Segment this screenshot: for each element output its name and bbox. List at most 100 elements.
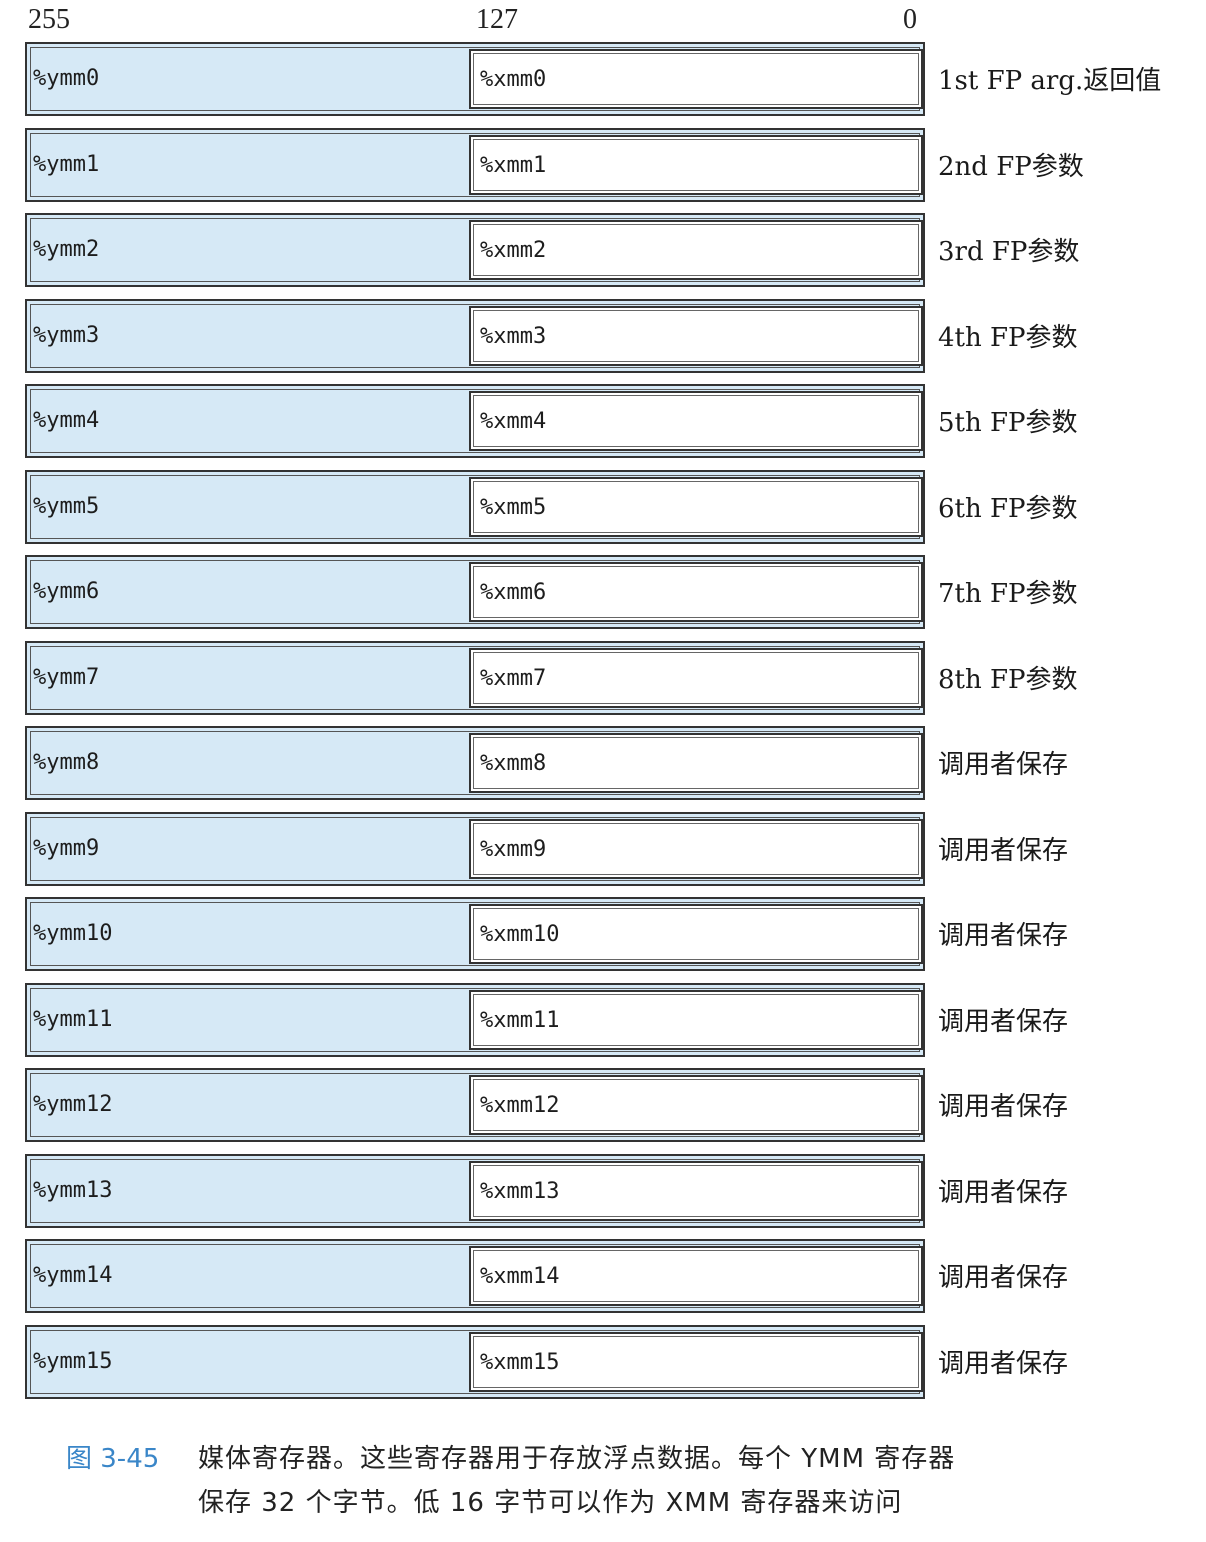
register-role-label: 调用者保存 [938,921,1069,951]
ymm-register-box: %ymm14 %xmm14 [25,1239,925,1313]
xmm-register-box: %xmm1 [469,134,923,195]
xmm-register-label: %xmm5 [480,494,547,520]
xmm-register-inner-border [473,1250,919,1302]
bit-label-255: 255 [28,4,70,35]
xmm-register-box: %xmm13 [469,1160,923,1221]
ymm-register-box: %ymm3 %xmm3 [25,298,925,373]
ymm-register-label: %ymm5 [33,493,100,519]
ymm-register-label: %ymm11 [33,1006,113,1032]
ymm-register-label: %ymm6 [33,579,100,604]
xmm-register-inner-border [473,822,919,875]
xmm-register-box: %xmm5 [469,476,923,537]
register-role-label: 4th FP参数 [938,322,1078,353]
register-role-label: 调用者保存 [938,1348,1069,1379]
ymm-register-label: %ymm4 [33,408,100,433]
xmm-register-box: %xmm8 [469,733,923,793]
xmm-register-inner-border [473,480,919,533]
xmm-register-label: %xmm4 [480,409,547,434]
caption-text-line-1: 媒体寄存器。这些寄存器用于存放浮点数据。每个 YMM 寄存器 [198,1444,956,1474]
register-role-label: 2nd FP参数 [938,151,1084,182]
register-role-label: 6th FP参数 [938,493,1078,524]
ymm-register-box: %ymm12 %xmm12 [25,1068,925,1142]
ymm-register-label: %ymm13 [33,1177,113,1203]
xmm-register-box: %xmm14 [469,1246,923,1306]
xmm-register-label: %xmm12 [480,1093,560,1118]
register-role-label: 调用者保存 [938,1092,1069,1122]
register-role-label: 调用者保存 [938,750,1069,780]
caption-text-line-2: 保存 32 个字节。低 16 字节可以作为 XMM 寄存器来访问 [198,1488,903,1518]
ymm-register-label: %ymm14 [33,1263,113,1288]
register-role-label: 调用者保存 [938,835,1069,866]
ymm-register-label: %ymm8 [33,750,100,775]
ymm-register-box: %ymm11 %xmm11 [25,982,925,1057]
bit-label-0: 0 [903,4,917,35]
xmm-register-inner-border [473,737,919,789]
xmm-register-inner-border [473,651,919,704]
xmm-register-label: %xmm3 [480,323,547,349]
ymm-register-label: %ymm9 [33,835,100,861]
ymm-register-box: %ymm13 %xmm13 [25,1153,925,1228]
xmm-register-inner-border [473,138,919,191]
register-role-label: 1st FP arg.返回值 [938,66,1162,96]
xmm-register-label: %xmm14 [480,1264,560,1289]
xmm-register-label: %xmm1 [480,152,547,178]
xmm-register-label: %xmm7 [480,665,547,691]
xmm-register-label: %xmm8 [480,751,547,776]
xmm-register-inner-border [473,1335,919,1388]
xmm-register-box: %xmm3 [469,305,923,366]
register-role-label: 7th FP参数 [938,579,1078,609]
register-role-label: 3rd FP参数 [938,237,1080,267]
xmm-register-box: %xmm0 [469,49,923,109]
ymm-register-label: %ymm1 [33,151,100,177]
xmm-register-inner-border [473,566,919,618]
ymm-register-label: %ymm3 [33,322,100,348]
xmm-register-inner-border [473,1079,919,1131]
xmm-register-label: %xmm2 [480,238,547,263]
ymm-register-box: %ymm10 %xmm10 [25,897,925,971]
xmm-register-inner-border [473,309,919,362]
xmm-register-label: %xmm9 [480,836,547,862]
register-role-label: 调用者保存 [938,1263,1069,1293]
ymm-register-label: %ymm2 [33,237,100,262]
ymm-register-label: %ymm10 [33,921,113,946]
xmm-register-inner-border [473,53,919,105]
xmm-register-box: %xmm9 [469,818,923,879]
xmm-register-box: %xmm11 [469,989,923,1050]
ymm-register-box: %ymm2 %xmm2 [25,213,925,287]
xmm-register-label: %xmm15 [480,1349,560,1375]
xmm-register-label: %xmm0 [480,67,547,92]
xmm-register-inner-border [473,908,919,960]
xmm-register-box: %xmm2 [469,220,923,280]
ymm-register-box: %ymm15 %xmm15 [25,1324,925,1399]
ymm-register-box: %ymm0 %xmm0 [25,42,925,116]
ymm-register-box: %ymm5 %xmm5 [25,469,925,544]
xmm-register-label: %xmm13 [480,1178,560,1204]
caption-number: 图 3-45 [66,1444,160,1474]
xmm-register-label: %xmm10 [480,922,560,947]
ymm-register-label: %ymm7 [33,664,100,690]
xmm-register-box: %xmm10 [469,904,923,964]
register-role-label: 调用者保存 [938,1006,1069,1037]
ymm-register-box: %ymm6 %xmm6 [25,555,925,629]
ymm-register-box: %ymm7 %xmm7 [25,640,925,715]
ymm-register-label: %ymm0 [33,66,100,91]
xmm-register-box: %xmm12 [469,1075,923,1135]
register-role-label: 调用者保存 [938,1177,1069,1208]
xmm-register-inner-border [473,1164,919,1217]
ymm-register-label: %ymm15 [33,1348,113,1374]
bit-label-127: 127 [476,4,518,35]
xmm-register-label: %xmm6 [480,580,547,605]
xmm-register-box: %xmm7 [469,647,923,708]
ymm-register-box: %ymm1 %xmm1 [25,127,925,202]
xmm-register-inner-border [473,224,919,276]
register-role-label: 8th FP参数 [938,664,1078,695]
ymm-register-box: %ymm8 %xmm8 [25,726,925,800]
xmm-register-inner-border [473,395,919,447]
xmm-register-box: %xmm4 [469,391,923,451]
ymm-register-label: %ymm12 [33,1092,113,1117]
ymm-register-box: %ymm9 %xmm9 [25,811,925,886]
xmm-register-label: %xmm11 [480,1007,560,1033]
xmm-register-inner-border [473,993,919,1046]
xmm-register-box: %xmm6 [469,562,923,622]
register-role-label: 5th FP参数 [938,408,1078,438]
